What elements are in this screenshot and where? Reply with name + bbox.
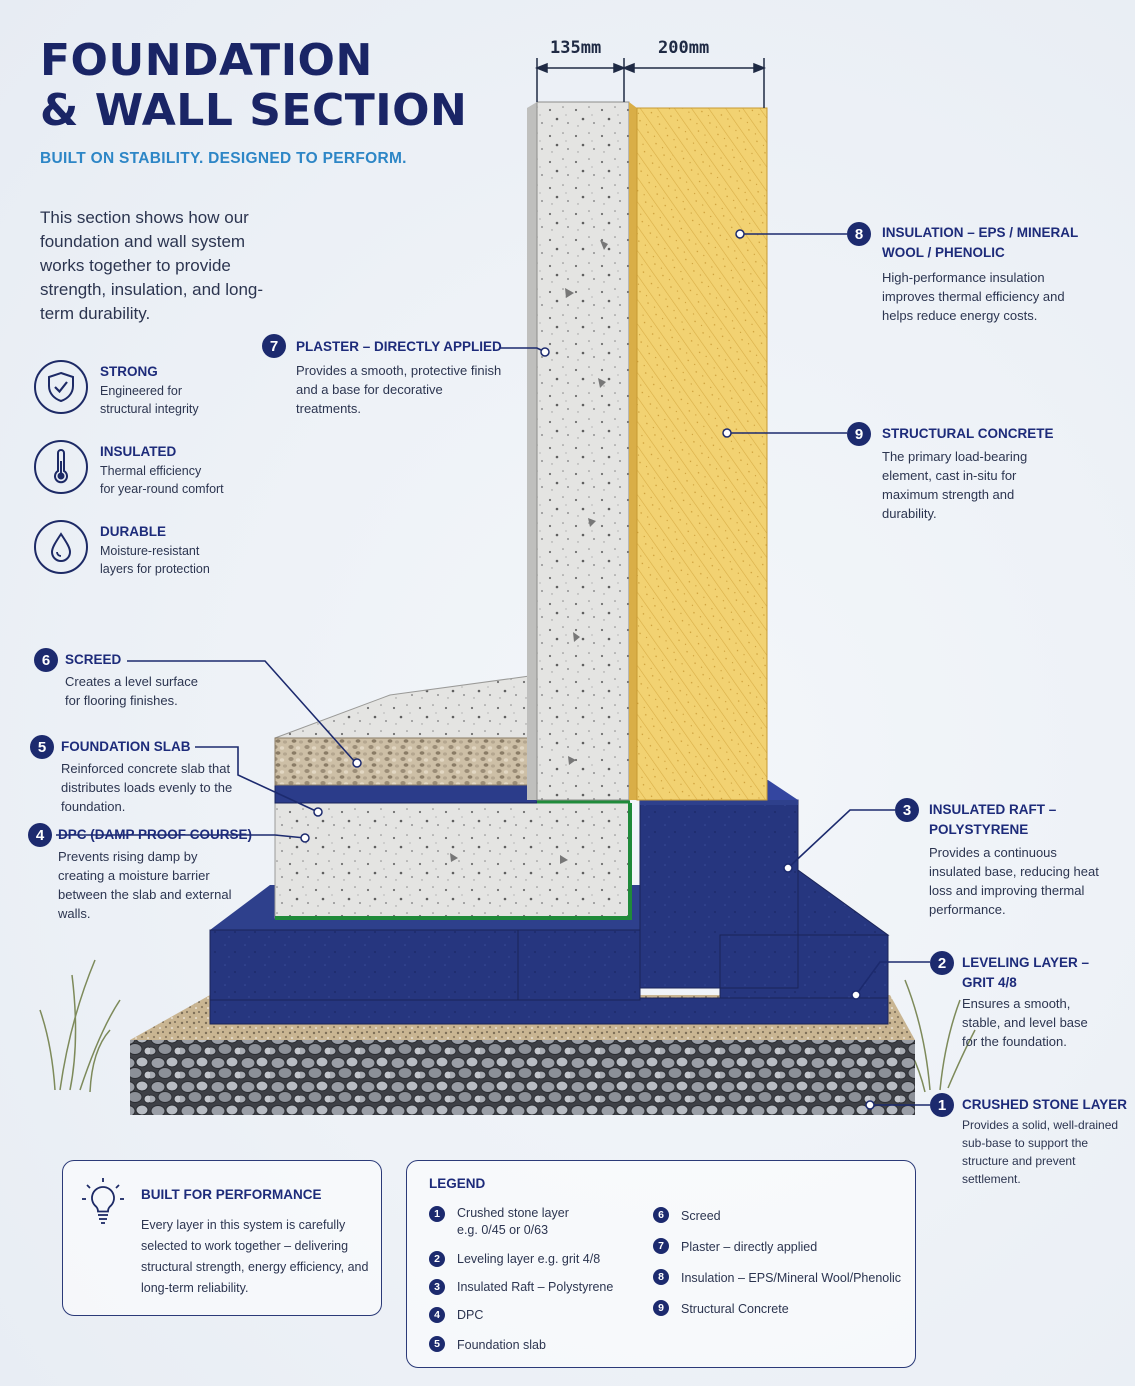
legend-item: DPC [457, 1308, 484, 1322]
intro-text: This section shows how our foundation an… [40, 208, 264, 323]
callout-desc: The primary load-bearing element, cast i… [882, 449, 1028, 521]
title-line-1: FOUNDATION [40, 35, 373, 86]
callout-number: 3 [895, 798, 919, 822]
callout-title: DPC (DAMP PROOF COURSE) [58, 827, 253, 842]
callout-desc: Provides a continuous insulated base, re… [929, 845, 1099, 917]
legend-item: Insulated Raft – Polystyrene [457, 1280, 614, 1294]
title-line-2: & WALL SECTION [40, 85, 468, 136]
legend-title: LEGEND [429, 1176, 486, 1191]
callout-number: 9 [847, 422, 871, 446]
callout-number: 5 [30, 735, 54, 759]
water-drop-icon [34, 520, 88, 574]
legend-number: 6 [653, 1207, 669, 1223]
dimension-lines [534, 58, 767, 108]
legend-item: Screed [681, 1209, 721, 1223]
legend-number: 7 [653, 1238, 669, 1254]
insulation-layer [636, 107, 768, 801]
callout-number: 1 [930, 1093, 954, 1117]
feature-title: DURABLE [100, 524, 166, 539]
performance-box: BUILT FOR PERFORMANCE Every layer in thi… [62, 1160, 382, 1316]
legend-number: 9 [653, 1300, 669, 1316]
callout-title: FOUNDATION SLAB [61, 739, 191, 754]
insulated-raft [209, 929, 641, 1001]
thermometer-icon [34, 440, 88, 494]
dimension-insulation: 200mm [658, 38, 710, 58]
plaster-aggregate [450, 240, 608, 864]
feature-title: INSULATED [100, 444, 177, 459]
callout-number: 4 [28, 823, 52, 847]
leader-lines [56, 233, 930, 1106]
legend-number: 5 [429, 1336, 445, 1352]
legend-item: Plaster – directly applied [681, 1240, 818, 1254]
dimension-plaster: 135mm [550, 38, 602, 58]
callout-title: LEVELING LAYER –GRIT 4/8 [962, 955, 1090, 990]
shield-check-icon [34, 360, 88, 414]
callout-title: CRUSHED STONE LAYER [962, 1097, 1128, 1112]
page-title: FOUNDATION & WALL SECTION [40, 36, 467, 136]
callout-desc: Provides a solid, well-drained sub-base … [962, 1118, 1119, 1186]
callout-desc: Creates a level surface for flooring fin… [65, 674, 198, 708]
callout-title: STRUCTURAL CONCRETE [882, 426, 1054, 441]
callout-number: 6 [34, 648, 58, 672]
callout-number: 2 [930, 951, 954, 975]
callout-number: 8 [847, 222, 871, 246]
dpc-line [275, 803, 632, 920]
legend-number: 1 [429, 1206, 445, 1222]
legend-item: Leveling layer e.g. grit 4/8 [457, 1252, 601, 1266]
legend-number: 2 [429, 1251, 445, 1267]
callout-title: PLASTER – DIRECTLY APPLIED [296, 339, 502, 354]
grass-left [39, 959, 121, 1093]
legend-number: 4 [429, 1307, 445, 1323]
callout-title: SCREED [65, 652, 122, 667]
performance-title: BUILT FOR PERFORMANCE [141, 1187, 322, 1202]
screed-layer [274, 737, 538, 786]
callout-desc: High-performance insulation improves the… [882, 270, 1065, 323]
feature-title: STRONG [100, 364, 158, 379]
legend-item: Structural Concrete [681, 1302, 789, 1316]
legend-item: Foundation slab [457, 1338, 546, 1352]
legend-number: 3 [429, 1279, 445, 1295]
callout-desc: Prevents rising damp by creating a moist… [58, 849, 232, 921]
callout-desc: Ensures a smooth, stable, and level base… [962, 996, 1088, 1049]
callout-desc: Reinforced concrete slab that distribute… [61, 761, 233, 814]
lightbulb-icon [81, 1177, 125, 1232]
crushed-stone-layer [130, 1040, 915, 1115]
callout-title: INSULATED RAFT –POLYSTYRENE [929, 802, 1057, 837]
callout-number: 7 [262, 334, 286, 358]
callout-desc: Provides a smooth, protective finish and… [296, 363, 502, 416]
plaster-wall [536, 101, 630, 801]
legend-item: Insulation – EPS/Mineral Wool/Phenolic [681, 1271, 902, 1285]
subtitle: BUILT ON STABILITY. DESIGNED TO PERFORM. [40, 150, 407, 167]
performance-desc: Every layer in this system is carefully … [141, 1218, 369, 1295]
legend-number: 8 [653, 1269, 669, 1285]
